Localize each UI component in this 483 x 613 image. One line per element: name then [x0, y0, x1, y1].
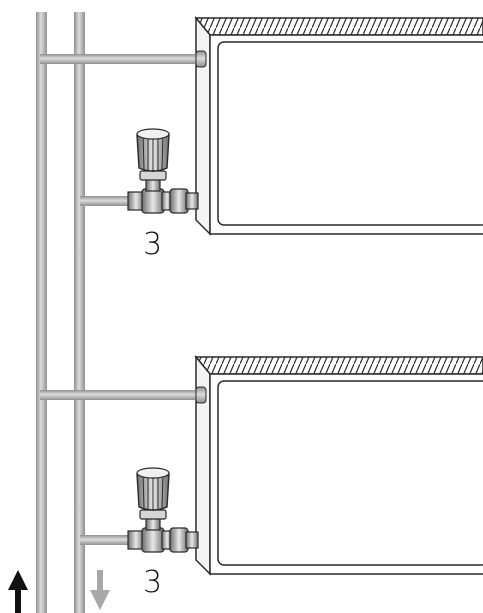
flow-arrow-up-icon — [8, 570, 28, 613]
flow-arrow-down-icon — [90, 570, 110, 610]
radiator-upper — [194, 15, 483, 236]
supply-branch-upper — [40, 50, 207, 68]
return-branch-upper — [80, 196, 130, 206]
radiator-lower — [194, 354, 483, 576]
callout-valve-upper: 3 — [143, 227, 163, 262]
supply-riser-pipe — [36, 12, 47, 613]
thermostatic-valve-lower — [127, 467, 199, 553]
return-riser-pipe — [74, 12, 85, 613]
callout-valve-lower: 3 — [143, 565, 163, 600]
return-branch-lower — [80, 535, 130, 545]
thermostatic-valve-upper — [127, 128, 199, 214]
supply-branch-lower — [40, 386, 207, 404]
